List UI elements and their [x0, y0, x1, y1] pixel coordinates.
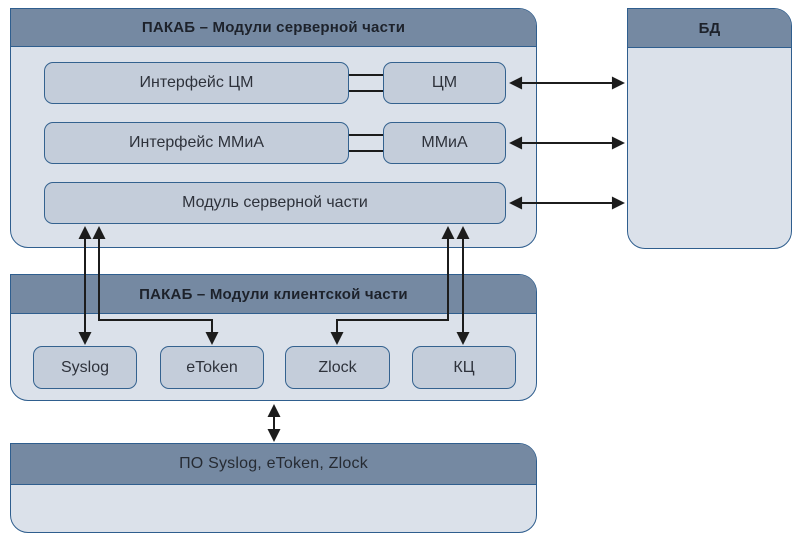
db-header: БД [628, 9, 791, 48]
box-server-module: Модуль серверной части [44, 182, 506, 224]
box-cm: ЦМ [383, 62, 506, 104]
box-kc: КЦ [412, 346, 516, 389]
db-title: БД [698, 19, 721, 37]
server-modules-header: ПАКАБ – Модули серверной части [11, 9, 536, 47]
software-title: ПО Syslog, eToken, Zlock [179, 455, 368, 472]
box-zlock: Zlock [285, 346, 390, 389]
server-modules-title: ПАКАБ – Модули серверной части [141, 19, 406, 36]
box-etoken: eToken [160, 346, 264, 389]
box-mmia: ММиА [383, 122, 506, 164]
software-header: ПО Syslog, eToken, Zlock [11, 444, 536, 485]
client-modules-title: ПАКАБ – Модули клиентской части [139, 285, 408, 303]
db-container: БД [627, 8, 792, 249]
software-container: ПО Syslog, eToken, Zlock [10, 443, 537, 533]
client-modules-header: ПАКАБ – Модули клиентской части [11, 275, 536, 314]
box-interface-mmia: Интерфейс ММиА [44, 122, 349, 164]
box-interface-cm: Интерфейс ЦМ [44, 62, 349, 104]
box-syslog: Syslog [33, 346, 137, 389]
